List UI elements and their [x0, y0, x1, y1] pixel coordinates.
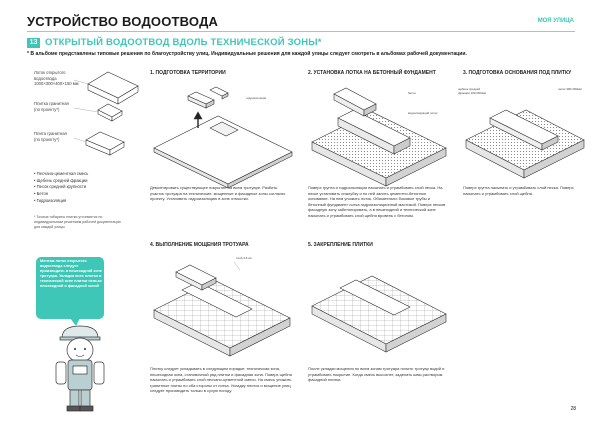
step-2-drawing: [311, 87, 447, 187]
step-4-title: 4. ВЫПОЛНЕНИЕ МОЩЕНИЯ ТРОТУАРА: [150, 242, 249, 248]
legend-tile-label: Плитка гранитная (по проекту*): [34, 101, 69, 112]
label-drain: водоотводящий лоток: [408, 111, 438, 115]
legend-line: (по проекту*): [34, 106, 60, 112]
page-number: 28: [570, 406, 576, 412]
step-1-drawing: [153, 86, 293, 189]
label-hydro-1: гидроизоляция: [246, 96, 267, 100]
step-4-text: Плитку следует укладывать в следующем по…: [150, 366, 292, 394]
label-concrete: бетон: [408, 91, 416, 95]
legend-line: 1000×300×400×150 мм: [34, 81, 79, 87]
header-divider: [27, 31, 575, 32]
section-note: * В альбоме представлены типовые решения…: [27, 51, 467, 57]
step-3-text: Поверх грунта насыпать и утрамбовать сло…: [463, 185, 574, 196]
step-1-title: 1. ПОДГОТОВКА ТЕРРИТОРИИ: [150, 70, 226, 76]
materials-list: • Песчано-цементная смесь • Щебень средн…: [34, 171, 88, 205]
material-item: • Гидроизоляция: [34, 197, 67, 203]
worker-note: Монтаж лоток открытого водоотвода следуе…: [40, 259, 102, 288]
legend-line: водоотвода: [34, 75, 57, 81]
page-title: УСТРОЙСТВО ВОДООТВОДА: [27, 14, 219, 29]
step-5-drawing: [311, 275, 447, 353]
step-2-text: Поверх грунта и гидроизоляции насыпать и…: [308, 185, 446, 218]
legend-line: Лоток открытого: [34, 70, 66, 75]
material-item: • Бетон: [34, 191, 49, 197]
legend-line: Плита гранитная: [34, 131, 67, 136]
step-2-title: 2. УСТАНОВКА ЛОТКА НА БЕТОННЫЙ ФУНДАМЕНТ: [308, 70, 436, 76]
step-3-drawing: [465, 109, 585, 179]
legend-footnote: * Точные габариты плитки уточняются по и…: [34, 215, 121, 229]
section-title: ОТКРЫТЫЙ ВОДООТВОД ВДОЛЬ ТЕХНИЧЕСКОЙ ЗОН…: [45, 37, 322, 48]
step-4-drawing: [153, 261, 291, 357]
step-1-text: Демонтировать существующее покрытие на в…: [150, 185, 286, 202]
step-5-title: 5. ЗАКРЕПЛЕНИЕ ПЛИТКИ: [308, 242, 373, 248]
section-number-badge: 13: [27, 38, 40, 48]
step-5-text: После укладки мощения по всем зонам трот…: [308, 366, 445, 383]
material-item: • Щебень средней фракции: [34, 177, 88, 183]
brand-label: МОЯ УЛИЦА: [537, 18, 574, 24]
label-gravel: щебень средней фракции 100×300мм: [458, 87, 486, 95]
legend-line: (по проекту*): [34, 136, 60, 142]
worker-speech-bubble: [36, 257, 104, 319]
material-item: • Песок средней крупности: [34, 184, 87, 190]
step-3-title: 3. ПОДГОТОВКА ОСНОВАНИЯ ПОД ПЛИТКУ: [463, 70, 572, 76]
legend-drain-label: Лоток открытого водоотвода 1000×300×400×…: [34, 70, 79, 87]
label-sand: песок 300×300мм: [558, 87, 582, 91]
material-item: • Песчано-цементная смесь: [34, 171, 89, 176]
legend-slab-label: Плита гранитная (по проекту*): [34, 131, 67, 142]
label-layer: слой 3-5 см: [236, 256, 252, 260]
legend-line: Плитка гранитная: [34, 101, 69, 106]
